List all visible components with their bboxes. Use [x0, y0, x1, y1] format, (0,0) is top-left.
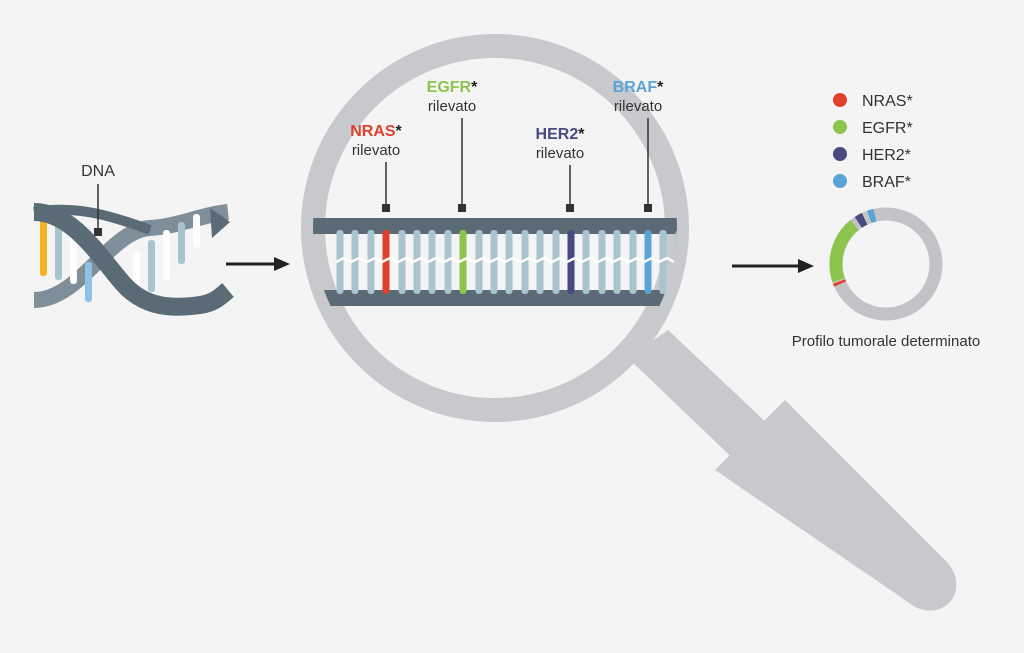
- tumor-profile-ring: Profilo tumorale determinato: [792, 207, 980, 350]
- rung: [475, 230, 483, 294]
- nras-detected-label: rilevato: [352, 142, 400, 159]
- legend-swatch-braf: [833, 174, 847, 188]
- dna-rung-highlight: [40, 216, 47, 276]
- ring-segment-braf: [867, 208, 877, 224]
- braf-gene-label: BRAF: [613, 79, 658, 96]
- svg-text:BRAF*: BRAF*: [613, 79, 664, 96]
- rung: [428, 230, 436, 294]
- magnified-dna: [313, 218, 677, 306]
- marker-braf: BRAF* rilevato: [613, 79, 664, 212]
- egfr-gene-label: EGFR: [427, 79, 472, 96]
- magnifying-glass-icon: NRAS* rilevato EGFR* rilevato HER2* rile…: [301, 34, 957, 611]
- ring-segment-nras: [833, 279, 847, 287]
- bottom-backbone: [313, 290, 677, 306]
- rung: [505, 230, 513, 294]
- dna-label: DNA: [81, 163, 115, 180]
- her2-detected-label: rilevato: [536, 145, 584, 162]
- egfr-detected-label: rilevato: [428, 98, 476, 115]
- rung: [536, 230, 544, 294]
- svg-text:NRAS*: NRAS*: [350, 123, 402, 140]
- ring-segment-egfr: [829, 220, 859, 283]
- result-caption: Profilo tumorale determinato: [792, 333, 980, 350]
- legend-swatch-egfr: [833, 120, 847, 134]
- rung: [490, 230, 498, 294]
- arrow-to-magnifier: [226, 257, 290, 271]
- rung: [382, 230, 390, 294]
- magnifier-handle: [715, 400, 957, 611]
- rung: [459, 230, 467, 294]
- dna-pointer-marker: [94, 228, 102, 236]
- rung: [613, 230, 621, 294]
- svg-text:HER2*: HER2*: [536, 126, 586, 143]
- legend-swatch-her2: [833, 147, 847, 161]
- marker-her2: HER2* rilevato: [536, 126, 586, 212]
- rung: [398, 230, 406, 294]
- legend: NRAS* EGFR* HER2* BRAF*: [833, 93, 913, 191]
- rung: [644, 230, 652, 294]
- dna-front-strand: [33, 203, 234, 316]
- rung: [552, 230, 560, 294]
- legend-label-nras: NRAS*: [862, 93, 913, 110]
- rung: [367, 230, 375, 294]
- rung: [336, 230, 344, 294]
- rung: [444, 230, 452, 294]
- magnified-rungs: [336, 230, 677, 294]
- rung: [598, 230, 606, 294]
- dna-helix: DNA: [33, 163, 234, 316]
- marker-nras: NRAS* rilevato: [350, 123, 403, 212]
- rung: [582, 230, 590, 294]
- legend-swatch-nras: [833, 93, 847, 107]
- rung: [413, 230, 421, 294]
- legend-label-egfr: EGFR*: [862, 120, 913, 137]
- braf-detected-label: rilevato: [614, 98, 662, 115]
- rung: [629, 230, 637, 294]
- base-pair-bonds: [335, 256, 677, 264]
- top-backbone: [313, 218, 677, 234]
- legend-label-braf: BRAF*: [862, 174, 911, 191]
- rung: [567, 230, 575, 294]
- ring-segment-her2: [854, 212, 868, 228]
- arrow-to-profile: [732, 259, 814, 273]
- magnifier-neck: [628, 330, 785, 470]
- rung: [351, 230, 359, 294]
- dna-rungs: [40, 214, 200, 302]
- rung: [659, 230, 667, 294]
- nras-gene-label: NRAS: [350, 123, 396, 140]
- svg-text:EGFR*: EGFR*: [427, 79, 478, 96]
- her2-gene-label: HER2: [536, 126, 579, 143]
- legend-label-her2: HER2*: [862, 147, 911, 164]
- rung: [521, 230, 529, 294]
- marker-egfr: EGFR* rilevato: [427, 79, 478, 212]
- dna-rung-blue: [85, 262, 92, 302]
